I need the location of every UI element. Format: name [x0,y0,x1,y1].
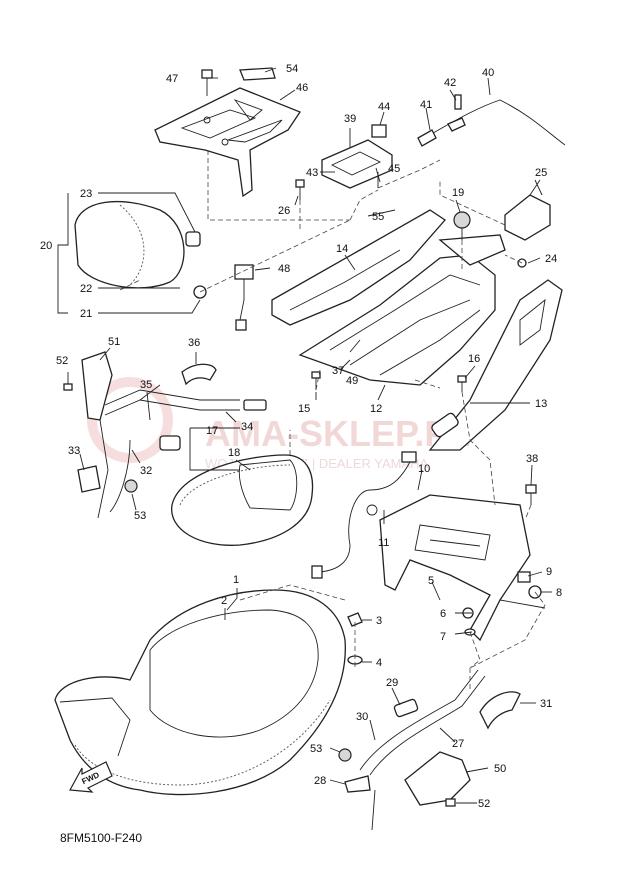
callout-50: 50 [494,763,506,775]
part-bolt-47 [201,69,213,96]
part-bolt-38 [525,484,537,505]
part-bolt-26 [295,179,305,200]
callout-17: 17 [206,425,218,437]
callout-53-left: 53 [134,510,146,522]
callout-27: 27 [452,738,464,750]
callout-38: 38 [526,453,538,465]
callout-6: 6 [440,608,446,620]
callout-49: 49 [346,375,358,387]
callout-4: 4 [376,657,382,669]
watermark-logo [87,377,173,463]
callout-26: 26 [278,205,290,217]
part-rear-seat [171,454,314,546]
callout-45: 45 [388,163,400,175]
part-seat-bag [74,200,207,299]
callout-40: 40 [482,67,494,79]
callout-1: 1 [233,574,239,586]
part-seat-lock-plate [321,124,393,189]
callout-23: 23 [80,188,92,200]
callout-43: 43 [306,167,318,179]
callout-21: 21 [80,308,92,320]
part-spacer-34 [159,435,181,451]
callout-37: 37 [332,365,344,377]
callout-14: 14 [336,243,348,255]
leader-lines [57,67,552,804]
part-bolt-15 [311,371,321,390]
callout-20: 20 [40,240,52,252]
part-wire-harness [311,451,417,579]
part-grab-bar-right [359,669,486,831]
part-grommet-9 [517,571,531,583]
callout-29: 29 [386,677,398,689]
callout-24: 24 [545,253,557,265]
callout-8: 8 [556,587,562,599]
callout-22: 22 [80,283,92,295]
part-knob-19 [453,211,471,240]
callout-54: 54 [286,63,298,75]
callout-35: 35 [140,379,152,391]
part-passenger-grip-left [63,351,138,519]
callout-32: 32 [140,465,152,477]
callout-39: 39 [344,113,356,125]
part-bolt-52b [445,798,456,807]
part-nut-53b [338,748,352,762]
part-switch-48 [234,264,254,331]
callout-10: 10 [418,463,430,475]
part-bolt-16 [457,375,467,392]
part-rear-tray [298,234,506,386]
callout-12: 12 [370,403,382,415]
part-side-cover [428,279,563,451]
part-bracket-bar-35 [104,389,267,416]
part-nut-3 [347,612,363,627]
callout-30: 30 [356,711,368,723]
diagram-code: 8FM5100-F240 [60,831,142,845]
callout-labels: 1 2 3 4 5 6 7 8 9 10 11 12 13 14 15 16 1… [40,63,562,810]
part-grip-31 [479,691,521,730]
callout-47: 47 [166,73,178,85]
callout-13: 13 [535,398,547,410]
callout-33: 33 [68,445,80,457]
callout-31: 31 [540,698,552,710]
watermark-main-text: AMA-SKLEP.PL [205,413,470,454]
part-main-seat [54,589,346,796]
callout-15: 15 [298,403,310,415]
callout-52-right: 52 [478,798,490,810]
part-cap-28 [344,775,371,793]
callout-2: 2 [221,595,227,607]
part-seat-lock-cable [417,94,566,147]
part-rack-label [239,67,276,81]
part-cover-50 [404,751,471,806]
part-bracket-25 [504,179,551,241]
part-rear-fender [271,209,446,326]
callout-11: 11 [378,537,389,549]
fwd-arrow: FWD [69,761,113,793]
part-rack-carrier [154,87,301,198]
part-spacer-29 [393,698,419,718]
callout-53-right: 53 [310,743,322,755]
callout-28: 28 [314,775,326,787]
callout-36: 36 [188,337,200,349]
callout-19: 19 [452,187,464,199]
callout-51: 51 [108,336,120,348]
part-rear-frame [379,494,546,642]
callout-55: 55 [372,211,384,223]
callout-5: 5 [428,575,434,587]
callout-46: 46 [296,82,308,94]
callout-25: 25 [535,167,547,179]
callout-52-left: 52 [56,355,68,367]
callout-42: 42 [444,77,456,89]
callout-41: 41 [420,99,432,111]
callout-34: 34 [241,421,253,433]
callout-48: 48 [278,263,290,275]
callout-3: 3 [376,615,382,627]
callout-44: 44 [378,101,390,113]
callout-7: 7 [440,631,446,643]
callout-16: 16 [468,353,480,365]
callout-18: 18 [228,447,240,459]
part-grip-36 [181,363,217,386]
callout-9: 9 [546,566,552,578]
